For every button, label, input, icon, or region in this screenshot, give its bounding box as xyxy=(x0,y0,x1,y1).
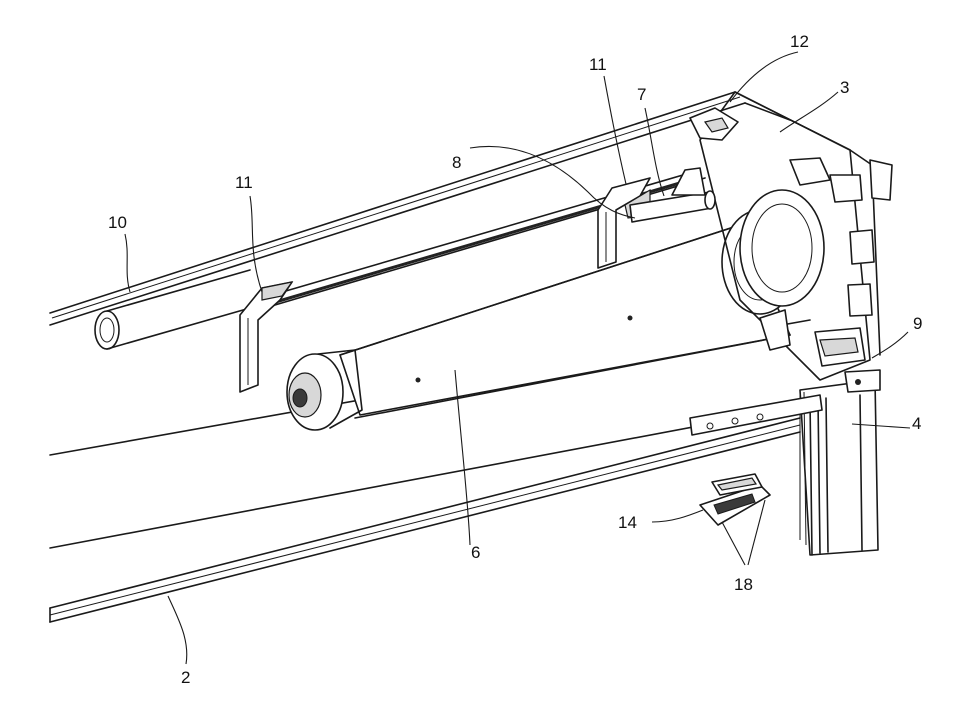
label-14: 14 xyxy=(618,513,637,532)
leader-11-left xyxy=(250,196,262,292)
label-4: 4 xyxy=(912,414,921,433)
leader-14 xyxy=(652,510,703,522)
label-3: 3 xyxy=(840,78,849,97)
leader-2 xyxy=(168,596,187,664)
clip-14 xyxy=(700,474,770,525)
label-11-left: 11 xyxy=(235,173,253,192)
tube-10 xyxy=(95,270,250,349)
roller-tube-6 xyxy=(340,210,798,418)
label-18: 18 xyxy=(734,575,753,594)
leader-3 xyxy=(780,92,838,132)
leader-18b xyxy=(748,500,765,565)
label-11-right: 11 xyxy=(589,55,607,74)
label-9: 9 xyxy=(913,314,922,333)
label-8: 8 xyxy=(452,153,461,172)
label-6: 6 xyxy=(471,543,480,562)
bracket-11-right xyxy=(598,178,650,268)
label-7: 7 xyxy=(637,85,646,104)
leader-9 xyxy=(872,332,908,358)
label-2: 2 xyxy=(181,668,190,687)
leader-18a xyxy=(722,522,745,565)
label-10: 10 xyxy=(108,213,127,232)
leader-10 xyxy=(125,234,130,292)
label-12: 12 xyxy=(790,32,809,51)
